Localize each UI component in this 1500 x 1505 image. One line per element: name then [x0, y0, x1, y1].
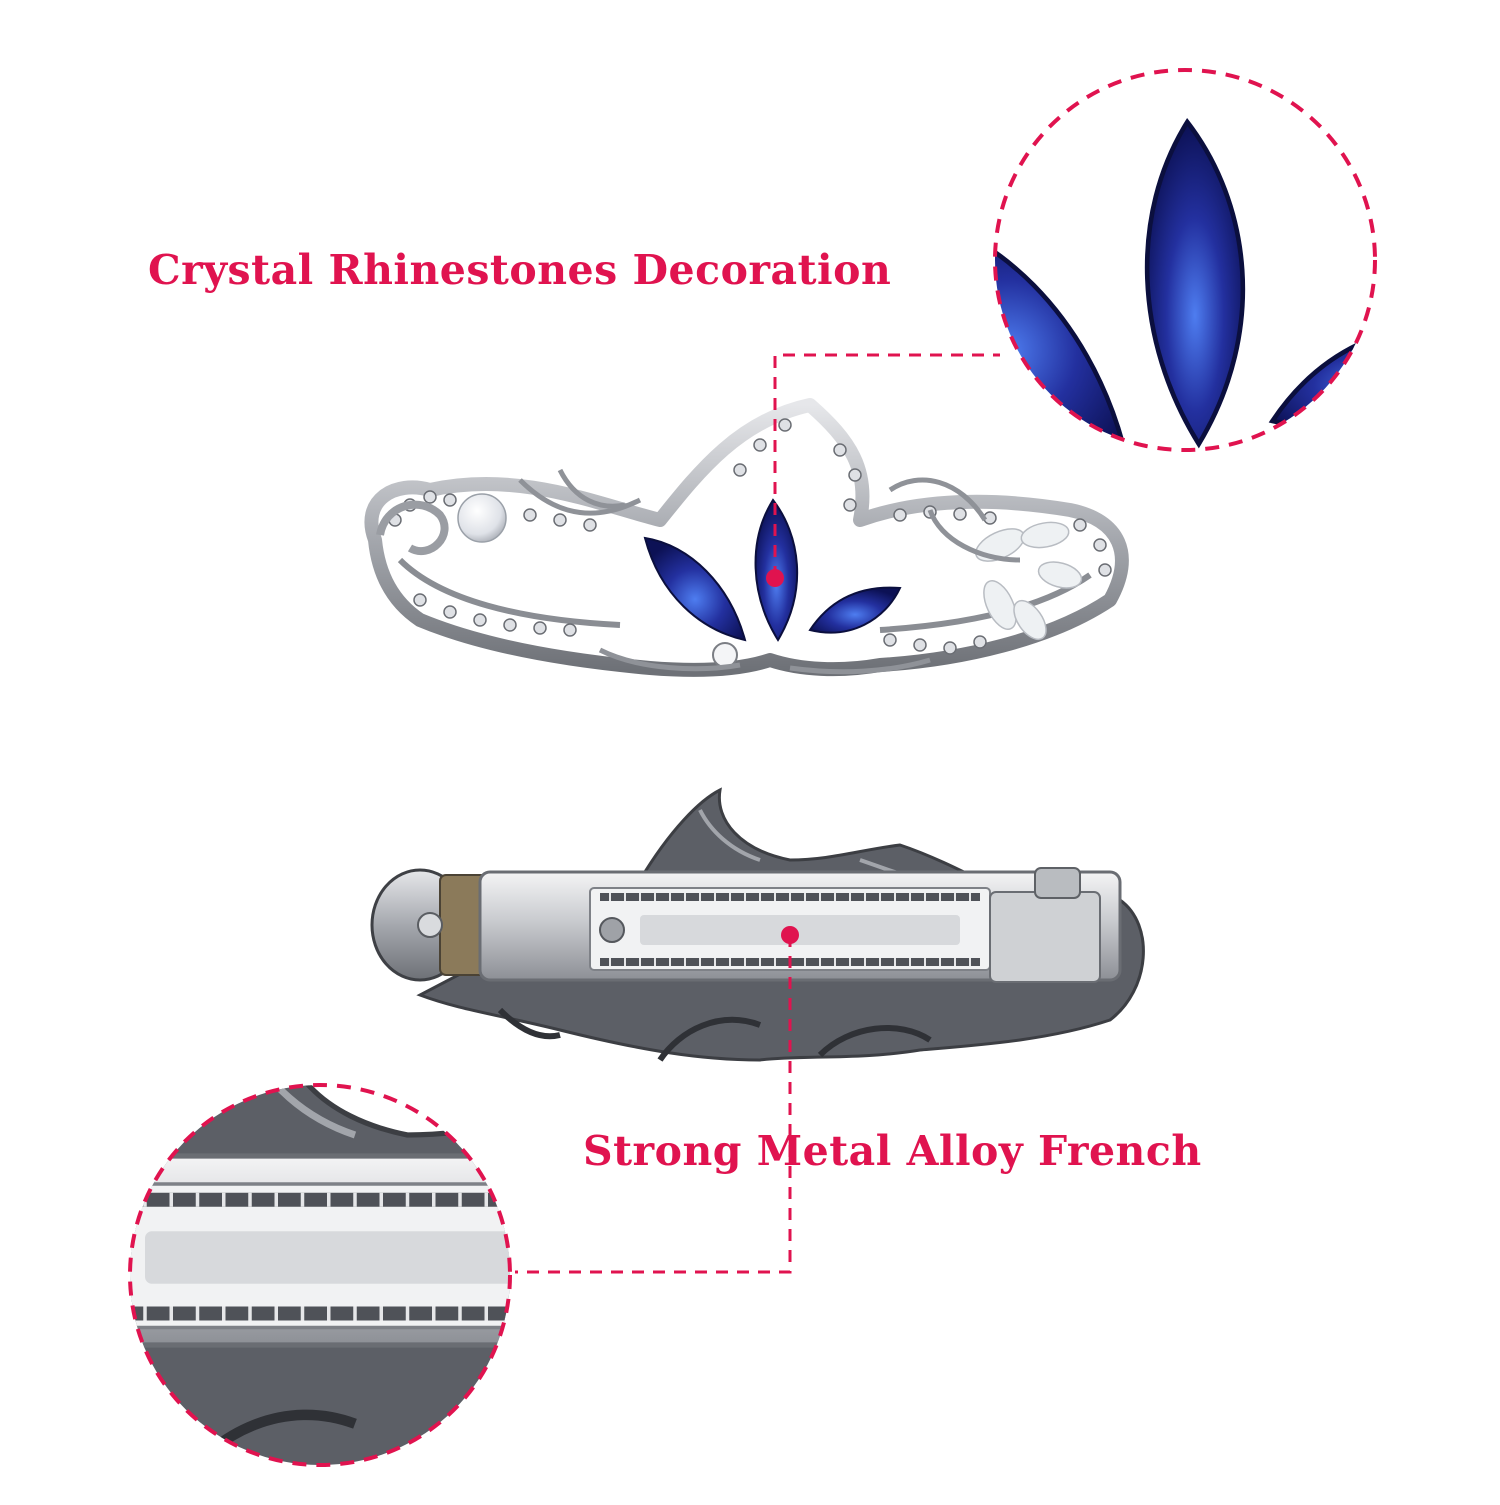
caption-crystal-rhinestones: Crystal Rhinestones Decoration: [148, 246, 892, 294]
hair-clip-front-view: [371, 405, 1121, 672]
clip-detail-zoom: [128, 1083, 512, 1467]
hair-clip-back-view: [372, 790, 1143, 1060]
callout-lines: [515, 353, 1000, 1274]
callout-dot-clip: [781, 926, 799, 944]
caption-metal-alloy: Strong Metal Alloy French: [583, 1127, 1202, 1175]
callout-dot-crystal: [766, 569, 784, 587]
crystal-detail-zoom: [993, 68, 1377, 452]
